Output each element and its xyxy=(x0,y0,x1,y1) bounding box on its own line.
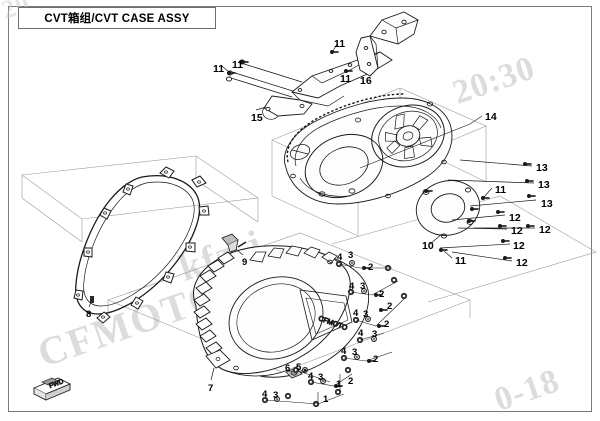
part-callout-13: 13 xyxy=(541,198,553,210)
part-callout-4: 4 xyxy=(349,281,355,292)
inner-cvt-cover-14 xyxy=(284,93,453,205)
bracket-16 xyxy=(355,11,419,77)
leader-lines-5-6 xyxy=(287,368,303,373)
leader-line-7 xyxy=(210,367,215,381)
leader-lines-right xyxy=(359,115,537,262)
part-callout-14: 14 xyxy=(485,111,497,123)
part-callout-2: 2 xyxy=(387,301,393,312)
part-callout-2: 2 xyxy=(373,354,379,365)
page-title: CVT箱组/CVT CASE ASSY xyxy=(44,13,190,25)
part-callout-12: 12 xyxy=(516,257,528,269)
part-callout-13: 13 xyxy=(538,179,550,191)
part-callout-3: 3 xyxy=(352,347,358,358)
part-callout-3: 3 xyxy=(348,250,354,261)
part-callout-11: 11 xyxy=(455,255,467,267)
part-callout-12: 12 xyxy=(539,224,551,236)
part-callout-13: 13 xyxy=(536,162,548,174)
part-callout-9: 9 xyxy=(242,257,248,268)
part-callout-16: 16 xyxy=(360,75,372,87)
fwd-arrow-badge: FWD xyxy=(32,377,72,401)
part-callout-4: 4 xyxy=(358,328,364,339)
gasket-8 xyxy=(73,166,210,324)
part-callout-6: 6 xyxy=(285,363,291,374)
part-callout-2: 2 xyxy=(348,376,354,387)
part-callout-11: 11 xyxy=(495,184,507,196)
part-callout-1: 1 xyxy=(323,394,329,405)
title-block: CVT箱组/CVT CASE ASSY xyxy=(18,7,216,29)
part-callout-3: 3 xyxy=(363,309,369,320)
part-callout-3: 3 xyxy=(360,281,366,292)
part-callout-12: 12 xyxy=(513,240,525,252)
part-callout-15: 15 xyxy=(251,112,263,124)
part-callout-11: 11 xyxy=(340,73,352,85)
part-callout-12: 12 xyxy=(511,225,523,237)
part-callout-11: 11 xyxy=(232,59,244,71)
part-callout-2: 2 xyxy=(379,289,385,300)
drawing-frame xyxy=(8,6,592,412)
bolt-9 xyxy=(221,233,247,253)
part-callout-7: 7 xyxy=(208,383,214,394)
part-callout-10: 10 xyxy=(422,240,434,252)
part-callout-3: 3 xyxy=(318,372,324,383)
part-callout-4: 4 xyxy=(353,308,359,319)
part-callout-4: 4 xyxy=(337,252,343,263)
part-callout-8: 8 xyxy=(86,309,92,320)
part-callout-12: 12 xyxy=(509,212,521,224)
part-callout-5: 5 xyxy=(296,362,302,373)
part-callout-3: 3 xyxy=(372,329,378,340)
part-callout-11: 11 xyxy=(334,38,346,50)
part-callout-11: 11 xyxy=(213,63,225,75)
part-callout-2: 2 xyxy=(384,319,390,330)
part-callout-2: 2 xyxy=(368,262,374,273)
part-callout-4: 4 xyxy=(341,346,347,357)
cvt-outer-cover-7: CFMOTO xyxy=(193,245,370,378)
part-callout-3: 3 xyxy=(273,390,279,401)
gasket-tail-8 xyxy=(90,296,94,303)
part-callout-4: 4 xyxy=(308,371,314,382)
part-callout-4: 4 xyxy=(262,389,268,400)
part-callout-1: 1 xyxy=(336,379,342,390)
flange-ring-10 xyxy=(415,180,481,239)
leader-line-9 xyxy=(235,248,244,256)
leader-lines-clusters xyxy=(264,263,407,406)
